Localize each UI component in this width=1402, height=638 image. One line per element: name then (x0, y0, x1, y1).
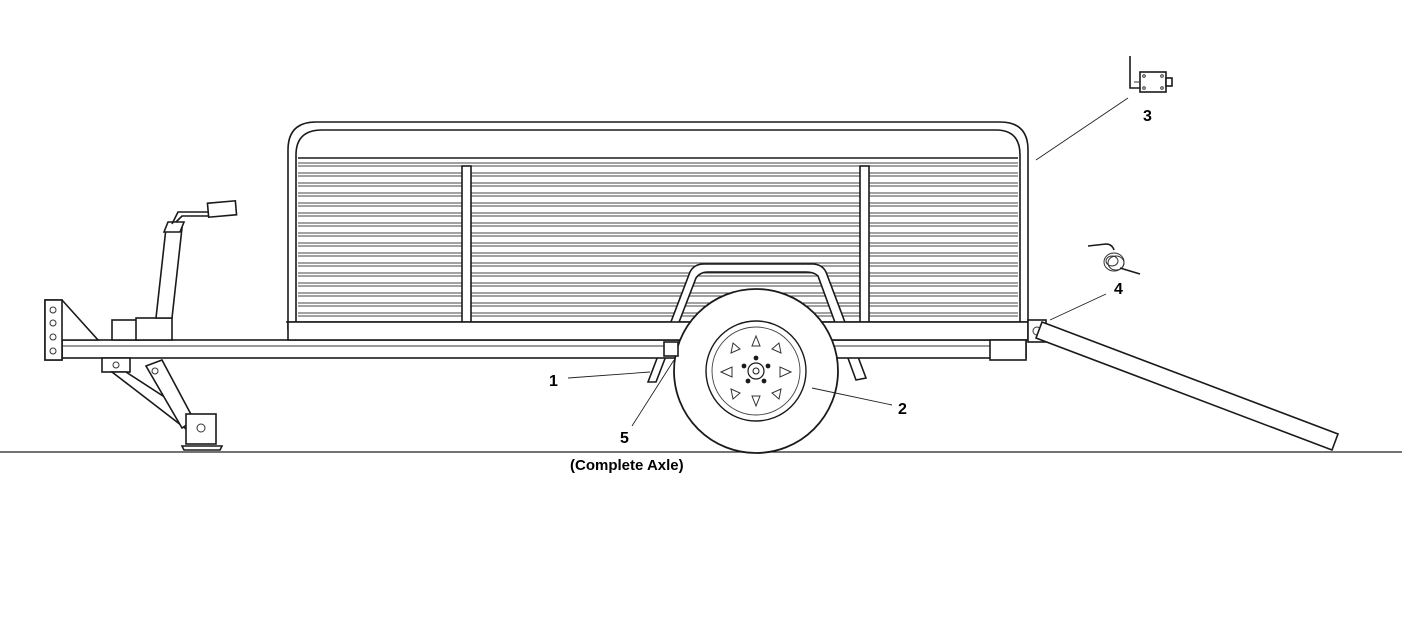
callout-4: 4 (1114, 281, 1123, 298)
torsion-spring-icon (1087, 243, 1141, 275)
side-slats (298, 162, 1018, 317)
hitch-coupler (44, 299, 100, 361)
leader-lines (567, 97, 1129, 427)
fender (646, 263, 868, 383)
wheel-assembly (673, 288, 839, 454)
spring-latch-icon (1129, 56, 1173, 93)
callout-3: 3 (1143, 108, 1152, 125)
trailer-frame (61, 321, 1029, 361)
callout-2: 2 (898, 401, 907, 418)
callout-1: 1 (549, 373, 558, 390)
complete-axle-caption: (Complete Axle) (570, 457, 684, 474)
tailgate-ramp (1027, 319, 1340, 452)
callout-5: 5 (620, 430, 629, 447)
tongue-jack (111, 199, 238, 341)
trailer-cage (286, 121, 1030, 341)
jack-stand (101, 357, 224, 451)
